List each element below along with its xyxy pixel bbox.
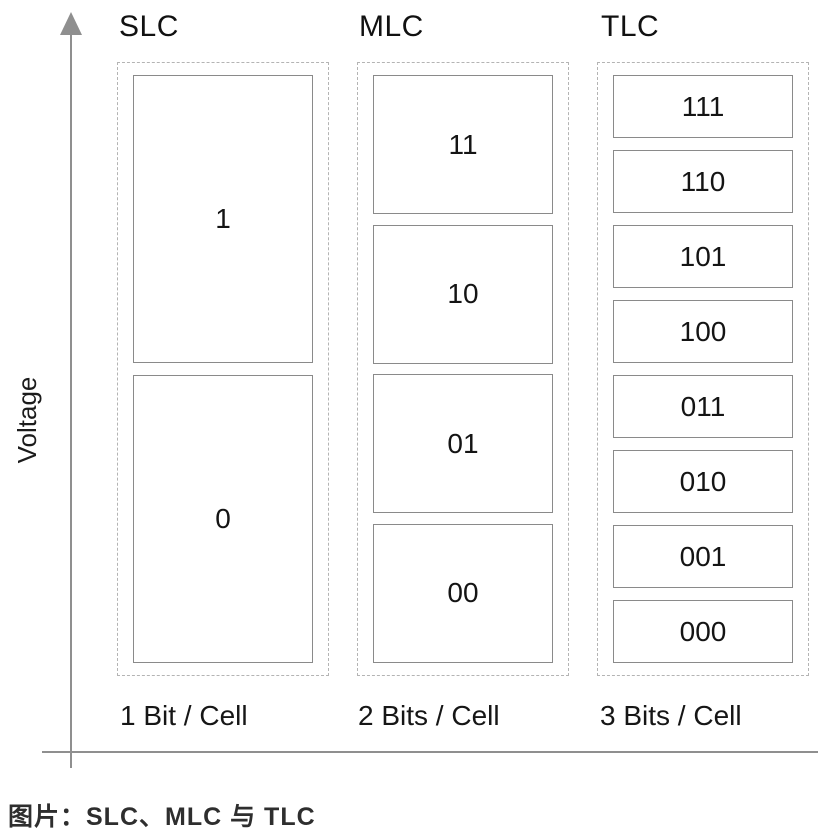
voltage-level-cell: 10	[373, 224, 553, 364]
y-axis-line	[70, 30, 72, 768]
column-title-mlc: MLC	[359, 10, 424, 43]
y-axis-label: Voltage	[12, 376, 42, 464]
column-footer-slc: 1 Bit / Cell	[120, 700, 248, 731]
column-mlc: 11 10 01 00	[357, 62, 569, 676]
voltage-level-cell: 0	[133, 375, 313, 663]
column-footer-mlc: 2 Bits / Cell	[358, 700, 500, 731]
voltage-level-cell: 001	[613, 525, 793, 588]
voltage-level-cell: 010	[613, 450, 793, 513]
voltage-level-cell: 100	[613, 300, 793, 363]
column-footer-tlc: 3 Bits / Cell	[600, 700, 742, 731]
column-slc: 1 0	[117, 62, 329, 676]
voltage-level-cell: 000	[613, 600, 793, 663]
voltage-level-cell: 101	[613, 225, 793, 288]
column-title-tlc: TLC	[601, 10, 660, 43]
y-axis-arrow-icon	[60, 12, 82, 35]
voltage-level-cell: 1	[133, 75, 313, 363]
voltage-level-cell: 11	[373, 75, 553, 214]
voltage-level-cell: 111	[613, 75, 793, 138]
x-axis-line	[42, 751, 818, 753]
voltage-level-cell: 110	[613, 150, 793, 213]
voltage-level-cell: 00	[373, 523, 553, 663]
voltage-level-cell: 01	[373, 374, 553, 514]
column-title-slc: SLC	[119, 10, 179, 43]
voltage-level-cell: 011	[613, 375, 793, 438]
column-tlc: 111 110 101 100 011 010 001 000	[597, 62, 809, 676]
image-caption: 图片：SLC、MLC 与 TLC	[8, 803, 316, 831]
